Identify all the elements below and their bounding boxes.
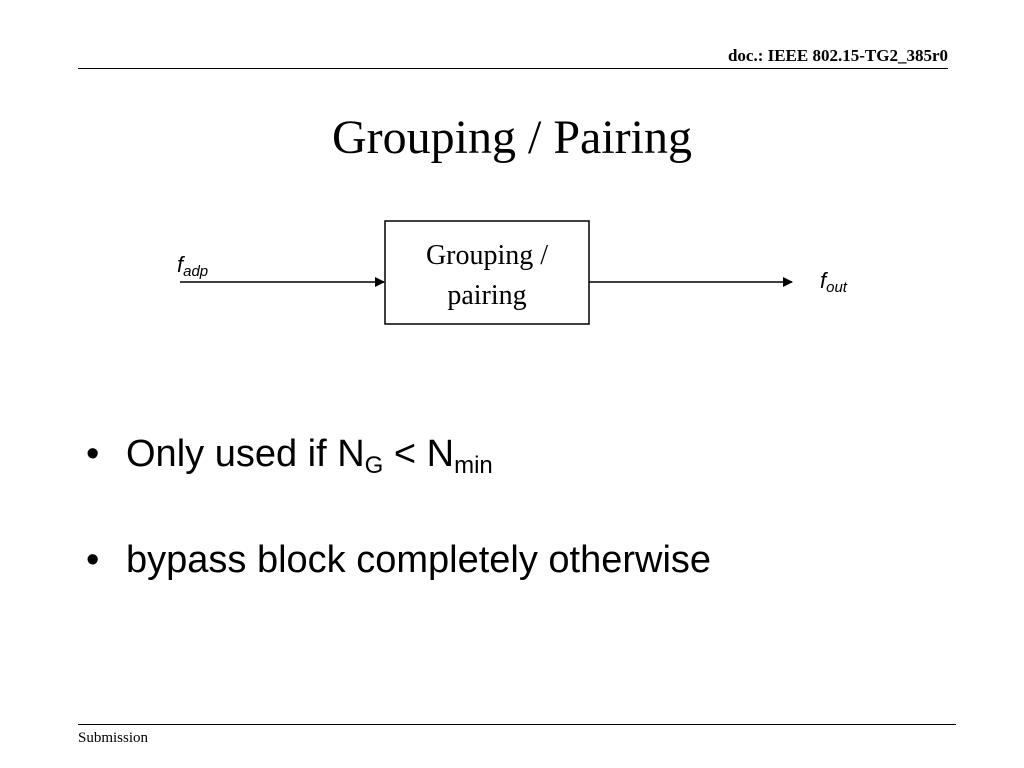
bullet-item: • Only used if NG < Nmin [86,430,711,478]
doc-id: doc.: IEEE 802.15-TG2_385r0 [727,46,948,65]
bullet-list: • Only used if NG < Nmin • bypass block co… [86,430,711,584]
block-label: Grouping / pairing [385,236,589,316]
bullet-item: • bypass block completely otherwise [86,536,711,584]
bullet-marker: • [86,433,100,475]
input-signal-subscript: adp [183,263,209,280]
header-rule [78,68,948,69]
bullet-subscript: G [364,452,384,479]
bullet-text: bypass block completely otherwise [126,539,712,581]
output-signal-label: fout [820,268,847,296]
output-signal-subscript: out [826,279,847,296]
bullet-subscript: min [454,452,493,479]
bullet-marker: • [86,539,100,581]
block-label-line2: pairing [447,280,527,311]
slide-title: Grouping / Pairing [332,111,692,164]
input-signal-label: fadp [177,252,209,280]
input-signal-base: f [177,252,184,277]
bullet-text: Only used if N [126,433,365,475]
footer-label: Submission [78,730,149,746]
footer-rule [78,724,956,725]
bullet-text: < N [383,433,455,475]
output-signal-base: f [820,268,827,293]
block-label-line1: Grouping / [425,240,549,271]
grouping-pairing-block [384,220,590,325]
